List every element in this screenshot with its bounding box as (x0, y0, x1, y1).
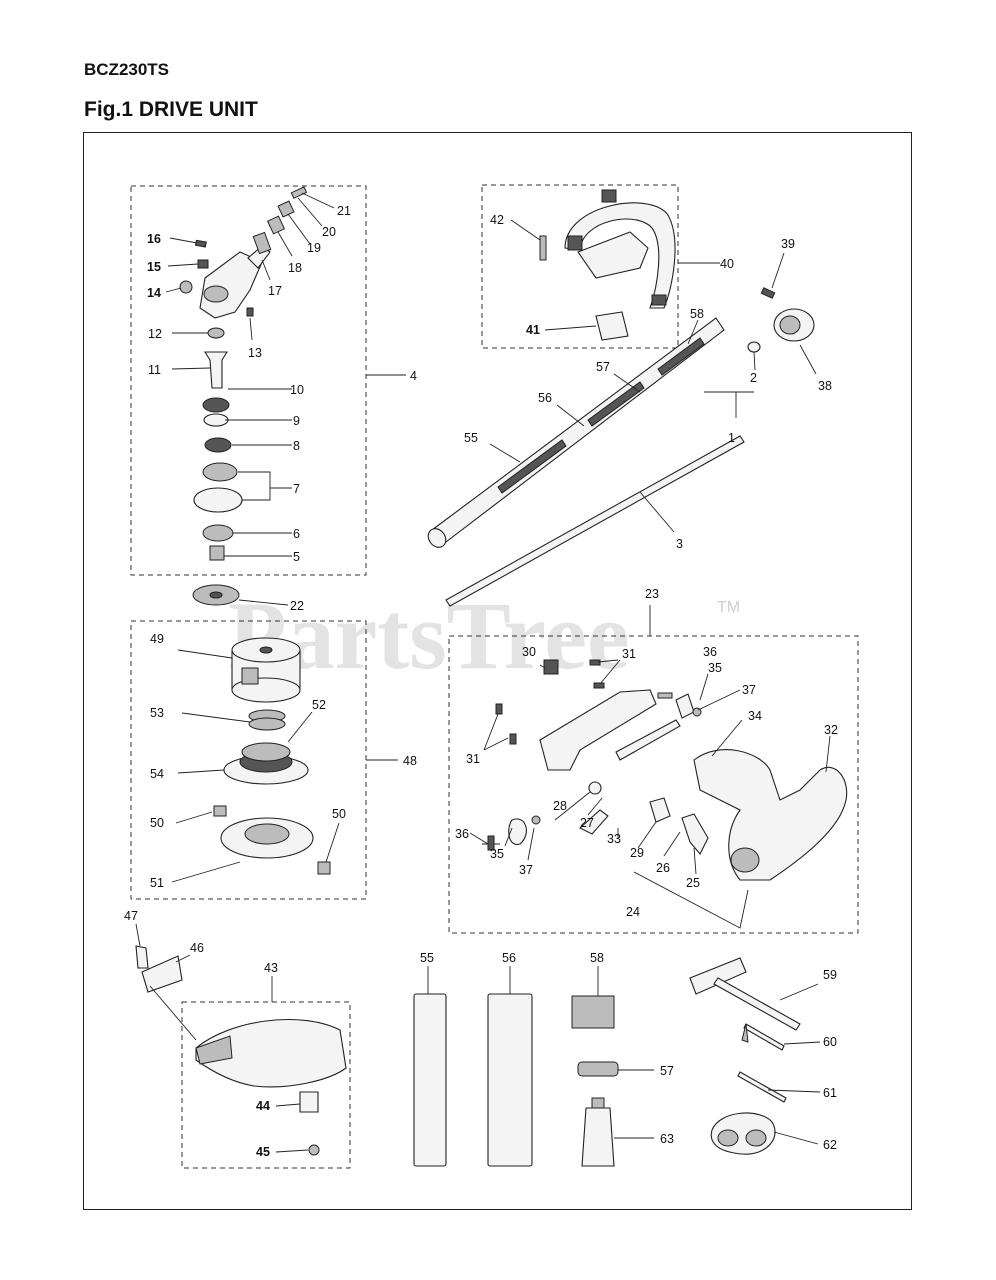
callout-48: 48 (403, 754, 417, 768)
callout-19: 19 (307, 241, 321, 255)
diagram-frame (83, 132, 912, 1210)
callout-16: 16 (147, 232, 161, 246)
callout-62: 62 (823, 1138, 837, 1152)
callout-23: 23 (645, 587, 659, 601)
callout-20: 20 (322, 225, 336, 239)
callout-32: 32 (824, 723, 838, 737)
callout-50b: 50 (332, 807, 346, 821)
callout-61: 61 (823, 1086, 837, 1100)
callout-26: 26 (656, 861, 670, 875)
callout-53: 53 (150, 706, 164, 720)
callout-34: 34 (748, 709, 762, 723)
callout-30: 30 (522, 645, 536, 659)
callout-10: 10 (290, 383, 304, 397)
callout-28: 28 (553, 799, 567, 813)
callout-55-label: 55 (420, 951, 434, 965)
callout-18: 18 (288, 261, 302, 275)
accessory-items (413, 957, 821, 1167)
callout-8: 8 (293, 439, 300, 453)
callout-56: 56 (538, 391, 552, 405)
callout-59: 59 (823, 968, 837, 982)
callout-58-label: 58 (590, 951, 604, 965)
callout-27: 27 (580, 816, 594, 830)
callout-14: 14 (147, 286, 161, 300)
loop-handle-group (481, 184, 720, 349)
callout-35: 35 (708, 661, 722, 675)
callout-52: 52 (312, 698, 326, 712)
gear-case-group (130, 185, 406, 606)
gear-case-dashed-box (130, 185, 367, 576)
throttle-clamp-part (747, 252, 817, 375)
callout-56-label: 56 (502, 951, 516, 965)
callout-55: 55 (464, 431, 478, 445)
callout-37: 37 (742, 683, 756, 697)
callout-33: 33 (607, 832, 621, 846)
callout-50: 50 (150, 816, 164, 830)
callout-58: 58 (690, 307, 704, 321)
callout-35b: 35 (490, 847, 504, 861)
callout-41: 41 (526, 323, 540, 337)
callout-3: 3 (676, 537, 683, 551)
watermark-tm: TM (717, 599, 740, 616)
callout-43: 43 (264, 961, 278, 975)
drive-shaft-part (445, 435, 745, 607)
gear-case-part (199, 245, 271, 319)
callout-47: 47 (124, 909, 138, 923)
callout-15: 15 (147, 260, 161, 274)
callout-12: 12 (148, 327, 162, 341)
callout-46: 46 (190, 941, 204, 955)
callout-17: 17 (268, 284, 282, 298)
callout-39: 39 (781, 237, 795, 251)
callout-36: 36 (703, 645, 717, 659)
callout-21: 21 (337, 204, 351, 218)
callout-36b: 36 (455, 827, 469, 841)
callout-38: 38 (818, 379, 832, 393)
guard-group (135, 923, 351, 1169)
callout-13: 13 (248, 346, 262, 360)
callout-42: 42 (490, 213, 504, 227)
callout-29: 29 (630, 846, 644, 860)
callout-4: 4 (410, 369, 417, 383)
callout-22: 22 (290, 599, 304, 613)
callout-44: 44 (256, 1099, 270, 1113)
shaft-tube-part (427, 317, 754, 548)
callout-49: 49 (150, 632, 164, 646)
control-handle-group (448, 605, 859, 934)
callout-7: 7 (293, 482, 300, 496)
callout-60: 60 (823, 1035, 837, 1049)
callout-2: 2 (750, 371, 757, 385)
callout-40: 40 (720, 257, 734, 271)
callout-6: 6 (293, 527, 300, 541)
callout-11: 11 (148, 363, 161, 377)
model-number: BCZ230TS (84, 60, 170, 79)
callout-54: 54 (150, 767, 164, 781)
callout-51: 51 (150, 876, 164, 890)
callout-63: 63 (660, 1132, 674, 1146)
callout-labels: 1 2 3 4 5 6 7 8 9 10 11 12 13 14 15 16 1… (124, 204, 838, 1159)
callout-9: 9 (293, 414, 300, 428)
callout-57-label: 57 (660, 1064, 674, 1078)
callout-31: 31 (622, 647, 636, 661)
callout-57: 57 (596, 360, 610, 374)
callout-45: 45 (256, 1145, 270, 1159)
callout-25: 25 (686, 876, 700, 890)
figure-title: Fig.1 DRIVE UNIT (84, 98, 258, 121)
callout-31b: 31 (466, 752, 480, 766)
callout-5: 5 (293, 550, 300, 564)
callout-37b: 37 (519, 863, 533, 877)
callout-24: 24 (626, 905, 640, 919)
nylon-cutter-group (130, 620, 398, 900)
callout-1: 1 (728, 431, 735, 445)
